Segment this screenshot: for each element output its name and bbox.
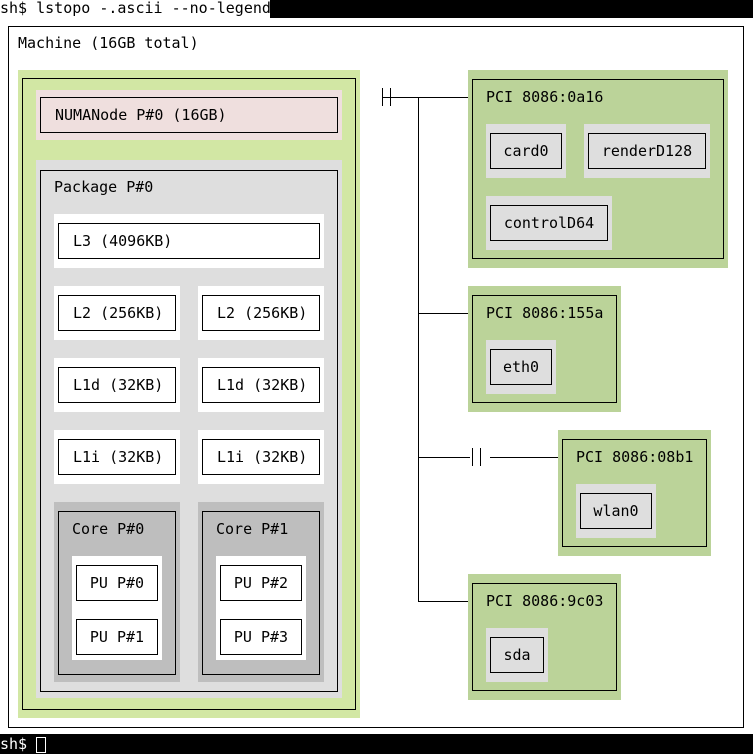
l1i-cache-0-label: L1i (32KB) (73, 448, 164, 466)
l3-cache: L3 (4096KB) (58, 223, 320, 259)
terminal-command-line: sh$ lstopo -.ascii --no-legend (0, 0, 271, 18)
device-eth0: eth0 (490, 349, 552, 385)
device-renderD128-label: renderD128 (601, 142, 693, 160)
pu-1: PU P#1 (76, 619, 158, 655)
pci-155a-label: PCI 8086:155a (486, 304, 604, 322)
l1d-cache-0-label: L1d (32KB) (73, 376, 164, 394)
l2-cache-0: L2 (256KB) (58, 295, 176, 331)
core-0 (58, 511, 176, 675)
l1i-cache-1: L1i (32KB) (202, 439, 320, 475)
device-sda-label: sda (503, 646, 531, 664)
core-0-label: Core P#0 (72, 520, 145, 538)
numa-group-border (22, 78, 356, 710)
pu-1-label: PU P#1 (89, 628, 145, 646)
terminal-prompt: sh$ (0, 736, 60, 754)
core-1 (202, 511, 320, 675)
l3-cache-label: L3 (4096KB) (73, 232, 173, 250)
machine-label: Machine (16GB total) (18, 34, 199, 52)
device-card0: card0 (490, 133, 562, 169)
bridge-marker-08b1-left (472, 448, 473, 466)
pci-155a (472, 295, 617, 403)
numa-node: NUMANode P#0 (16GB) (40, 97, 338, 133)
device-renderD128: renderD128 (588, 133, 706, 169)
l2-cache-1: L2 (256KB) (202, 295, 320, 331)
pu-2-label: PU P#2 (233, 574, 289, 592)
pci-link-155a (418, 313, 472, 314)
l1i-cache-1-label: L1i (32KB) (217, 448, 308, 466)
pci-bus-trunk (418, 97, 419, 602)
device-wlan0-label: wlan0 (593, 502, 639, 520)
pci-0a16 (472, 79, 724, 259)
l1d-cache-1: L1d (32KB) (202, 367, 320, 403)
l2-cache-1-label: L2 (256KB) (217, 304, 308, 322)
pu-2: PU P#2 (220, 565, 302, 601)
device-controlD64: controlD64 (490, 205, 608, 241)
device-card0-label: card0 (503, 142, 549, 160)
numa-node-label: NUMANode P#0 (16GB) (55, 106, 227, 124)
pci-9c03-label: PCI 8086:9c03 (486, 592, 604, 610)
pci-link-08b1 (418, 457, 562, 458)
device-sda: sda (490, 637, 544, 673)
pu-0: PU P#0 (76, 565, 158, 601)
pci-link-9c03 (418, 601, 472, 602)
package-label: Package P#0 (54, 178, 154, 196)
pci-link-0a16 (382, 97, 472, 98)
device-wlan0: wlan0 (580, 493, 652, 529)
pu-3-label: PU P#3 (233, 628, 289, 646)
l2-cache-0-label: L2 (256KB) (73, 304, 164, 322)
pci-08b1 (562, 439, 707, 547)
bridge-marker-08b1-right (480, 448, 481, 466)
package-box (40, 170, 338, 692)
device-controlD64-label: controlD64 (503, 214, 595, 232)
pu-0-label: PU P#0 (89, 574, 145, 592)
l1d-cache-1-label: L1d (32KB) (217, 376, 308, 394)
l1i-cache-0: L1i (32KB) (58, 439, 176, 475)
pu-3: PU P#3 (220, 619, 302, 655)
l1d-cache-0: L1d (32KB) (58, 367, 176, 403)
pci-9c03 (472, 583, 617, 691)
pci-08b1-label: PCI 8086:08b1 (576, 448, 694, 466)
core-1-label: Core P#1 (216, 520, 289, 538)
device-eth0-label: eth0 (502, 358, 540, 376)
terminal-cursor[interactable] (36, 737, 46, 753)
pci-0a16-label: PCI 8086:0a16 (486, 88, 604, 106)
